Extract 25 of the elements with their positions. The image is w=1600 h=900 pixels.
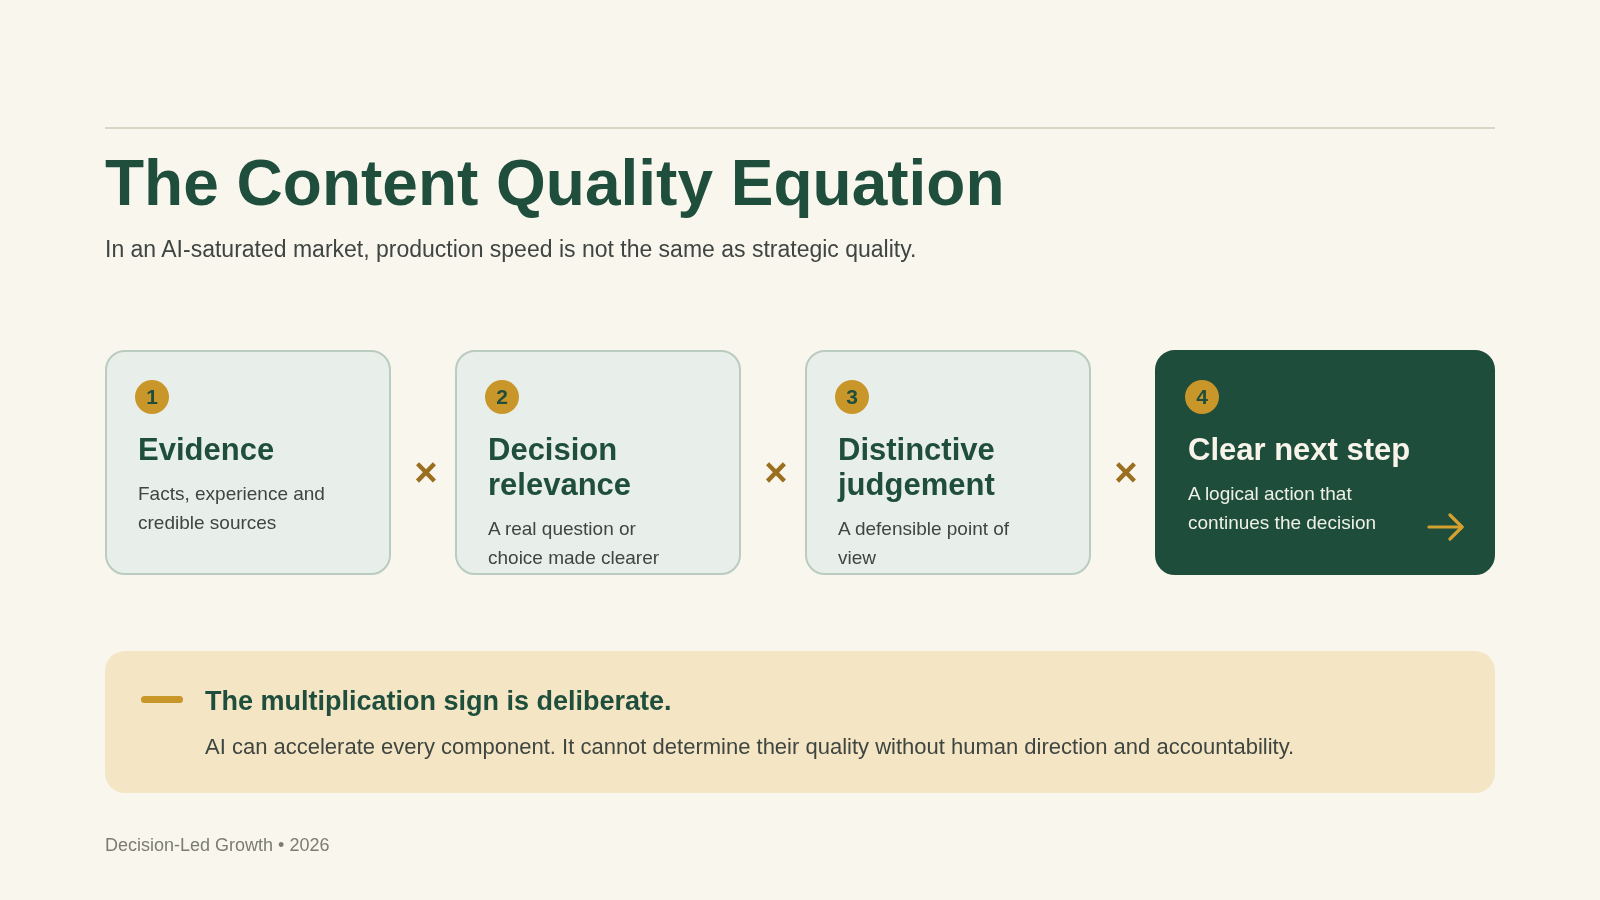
card-description: A logical action that continues the decision	[1188, 482, 1377, 535]
number-badge: 4	[1185, 380, 1219, 414]
page-title: The Content Quality Equation	[105, 146, 1005, 220]
card-description: Facts, experience and credible sources	[138, 482, 326, 535]
note-text: AI can accelerate every component. It cannot determine their quality without human direction and accountability.	[205, 733, 1295, 761]
factor-card	[455, 350, 741, 575]
card-heading: Distinctive judgement	[838, 432, 996, 502]
card-description: A defensible point of view	[838, 517, 1011, 570]
number-badge: 2	[485, 380, 519, 414]
card-heading: Clear next step	[1188, 432, 1412, 467]
footer-text: Decision-Led Growth • 2026	[105, 834, 330, 856]
number-badge: 3	[835, 380, 869, 414]
subtitle: In an AI-saturated market, production speed is not the same as strategic quality.	[105, 235, 917, 263]
multiplication-sign: ×	[763, 452, 789, 492]
factor-card	[805, 350, 1091, 575]
number-badge: 1	[135, 380, 169, 414]
card-description: A real question or choice made clearer	[488, 517, 661, 570]
multiplication-sign: ×	[413, 452, 439, 492]
multiplication-sign: ×	[1113, 452, 1139, 492]
card-heading: Evidence	[138, 432, 276, 467]
factor-card	[105, 350, 391, 575]
card-heading: Decision relevance	[488, 432, 633, 502]
note-panel	[105, 651, 1495, 793]
factor-card	[1155, 350, 1495, 575]
note-heading: The multiplication sign is deliberate.	[205, 685, 672, 717]
